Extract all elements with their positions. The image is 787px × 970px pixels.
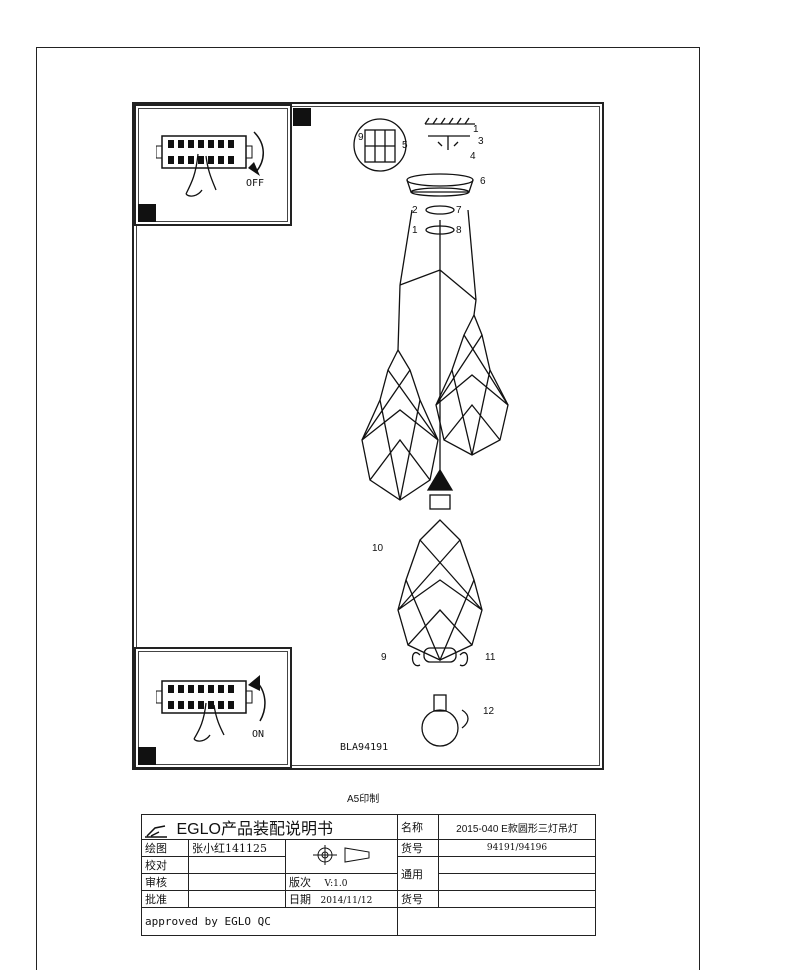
power-off-panel: OFF [134, 104, 292, 226]
review-label: 审核 [141, 873, 189, 891]
step-badge-icon [138, 204, 156, 222]
version-label: 版次 [289, 876, 311, 889]
callout-label: 3 [478, 136, 484, 147]
common-item-label: 货号 [397, 890, 439, 908]
callout-label: 12 [483, 706, 495, 717]
off-label: OFF [246, 178, 265, 189]
step-badge-icon [293, 108, 311, 126]
item-no-label: 货号 [397, 839, 439, 857]
eglo-logo-icon [145, 824, 167, 838]
callout-label: 4 [470, 151, 476, 162]
projection-symbol-cell [285, 839, 398, 874]
callout-label: 2 [412, 205, 418, 216]
drawing-sheet [36, 47, 700, 970]
drawing-frame [132, 102, 604, 770]
callout-label: 9 [358, 132, 364, 143]
callout-label: 7 [456, 205, 462, 216]
callout-label: 1 [473, 124, 479, 135]
print-size-note: A5印制 [347, 794, 380, 805]
brand-title: EGLO产品装配说明书 [176, 821, 333, 838]
model-code: BLA94191 [340, 742, 389, 753]
title-block: EGLO产品装配说明书 名称 2015-040 E款圆形三灯吊灯 绘图 张小红1… [141, 814, 596, 936]
callout-label: 6 [480, 176, 486, 187]
draw-label: 绘图 [141, 839, 189, 857]
item-no-value: 94191/94196 [438, 839, 596, 857]
projection-symbol-icon [312, 845, 369, 865]
approve-label: 批准 [141, 890, 189, 908]
brand-cell: EGLO产品装配说明书 [141, 814, 398, 840]
power-on-panel: ON [134, 647, 292, 769]
drawing-frame-inner [136, 106, 600, 766]
pendant-lamp-assembly-illustration [353, 117, 509, 747]
draw-value: 张小红141125 [188, 839, 286, 857]
callout-label: 5 [402, 140, 408, 151]
date-label: 日期 [289, 893, 311, 906]
approved-by: approved by EGLO QC [141, 907, 398, 936]
callout-label: 10 [372, 543, 384, 554]
breaker-on-illustration [156, 675, 266, 742]
common-label: 通用 [397, 856, 439, 891]
callout-label: 8 [456, 225, 462, 236]
step-badge-icon [138, 747, 156, 765]
callout-label: 9 [381, 652, 387, 663]
callout-label: 11 [485, 652, 496, 663]
version-value: V:1.0 [324, 879, 348, 889]
on-label: ON [252, 729, 265, 740]
callout-label: 1 [412, 225, 418, 236]
name-label: 名称 [397, 814, 439, 840]
date-value: 2014/11/12 [320, 896, 373, 906]
breaker-off-illustration [156, 131, 264, 197]
check-label: 校对 [141, 856, 189, 874]
name-value: 2015-040 E款圆形三灯吊灯 [438, 814, 596, 840]
